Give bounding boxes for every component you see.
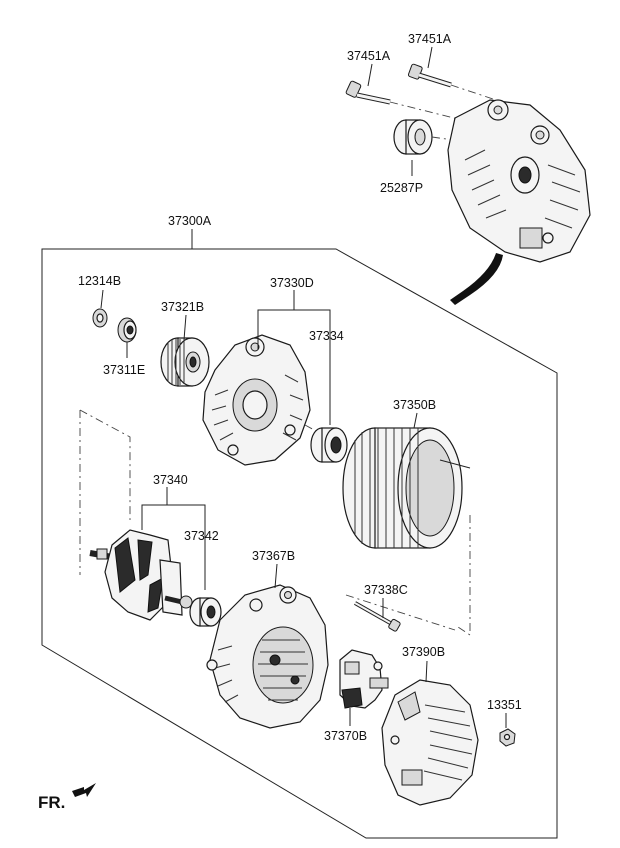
label-37367B: 37367B — [252, 549, 295, 563]
assembly-arrow — [450, 253, 503, 305]
bolt-37451A-left — [345, 80, 471, 123]
label-37451A-left: 37451A — [347, 49, 391, 63]
leader-37390B — [425, 660, 428, 683]
nut-37311E — [117, 317, 137, 343]
label-12314B: 12314B — [78, 274, 121, 288]
label-37334: 37334 — [309, 329, 344, 343]
label-37340: 37340 — [153, 473, 188, 487]
label-37330D: 37330D — [270, 276, 314, 290]
pulley-37321B — [160, 337, 210, 387]
nut-13351 — [499, 728, 516, 747]
label-25287P: 25287P — [380, 181, 423, 195]
regulator-37370B — [339, 649, 389, 709]
leader-37451A-left — [367, 63, 373, 87]
leader-12314B — [100, 289, 104, 309]
leader-37451A-right — [427, 46, 433, 69]
label-37338C: 37338C — [364, 583, 408, 597]
bearing-37334 — [310, 427, 348, 463]
rotor-37340 — [89, 529, 196, 621]
rear-cover-37390B — [381, 679, 479, 806]
label-37451A-right: 37451A — [408, 32, 452, 46]
label-37321B: 37321B — [161, 300, 204, 314]
bolt-37451A-right — [407, 63, 506, 104]
label-37311E: 37311E — [103, 363, 145, 377]
leader-37321B — [183, 314, 187, 341]
front-direction-label: FR. — [38, 793, 65, 812]
front-arrow-icon — [72, 783, 96, 797]
label-37350B: 37350B — [393, 398, 436, 412]
bearing-37342 — [189, 597, 222, 627]
cap-12314B — [92, 308, 108, 328]
assembly-boundary — [41, 248, 558, 839]
leader-37350B — [413, 412, 418, 429]
leader-37367B — [274, 563, 278, 589]
label-13351: 13351 — [487, 698, 522, 712]
front-housing-37330D — [202, 334, 319, 466]
alternator-assembly — [447, 99, 591, 263]
label-37370B: 37370B — [324, 729, 367, 743]
stator-37350B — [342, 427, 471, 549]
dash-line-rotor — [79, 409, 131, 520]
rear-housing-37367B — [206, 584, 329, 729]
label-37300A: 37300A — [168, 214, 212, 228]
label-37390B: 37390B — [402, 645, 445, 659]
bolt-37338C — [354, 601, 401, 632]
leader-37340 — [141, 504, 206, 590]
label-37342: 37342 — [184, 529, 219, 543]
dash-line-stator — [454, 515, 471, 636]
bearing-25287P — [393, 119, 461, 155]
